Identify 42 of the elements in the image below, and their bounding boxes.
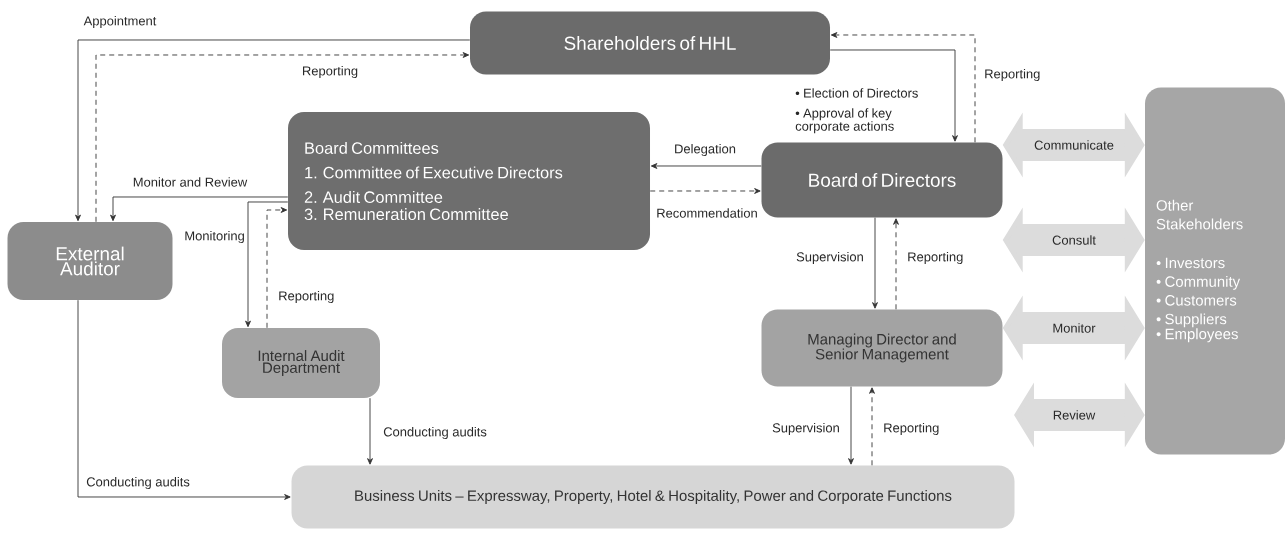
edge-label: Monitoring xyxy=(183,229,246,245)
arrow xyxy=(650,163,762,169)
rounded-box: Shareholders of HHL xyxy=(470,11,830,75)
rounded-box: Managing Director and Senior Management xyxy=(761,309,1003,387)
rounded-box: Board Committees 1. Committee of Executive Directors 2. Audit Committee 3. Remuneration Committee xyxy=(288,112,650,250)
edge-label: Monitor xyxy=(1051,322,1097,334)
dashed-arrow xyxy=(893,218,899,310)
note-text: • Approval of key corporate actions xyxy=(795,108,894,134)
edge-label: Supervision xyxy=(795,250,865,266)
edge-label: Review xyxy=(1051,409,1097,421)
dashed-arrow xyxy=(266,207,288,329)
arrow xyxy=(245,201,289,328)
dashed-arrow xyxy=(830,32,976,143)
rounded-box: Board of Directors xyxy=(761,142,1003,218)
edge-label: Appointment xyxy=(82,14,158,30)
block-arrow xyxy=(1014,382,1145,448)
dashed-arrow xyxy=(869,387,875,466)
arrow xyxy=(77,299,291,500)
edge-label: Recommendation xyxy=(655,207,759,219)
edge-label: Communicate xyxy=(1033,139,1115,151)
arrow xyxy=(367,397,373,465)
arrow xyxy=(829,49,958,142)
rounded-box: Internal Audit Department xyxy=(222,328,380,398)
edge-label: Reporting xyxy=(983,67,1042,83)
edge-label: Conducting audits xyxy=(85,475,191,491)
rounded-box: Business Units – Expressway, Property, Hotel & Hospitality, Power and Corporate Functions xyxy=(291,465,1015,529)
edge-label: Supervision xyxy=(771,421,841,437)
rounded-box: External Auditor xyxy=(7,222,173,300)
edge-label: Reporting xyxy=(277,289,336,305)
edge-label: Conducting audits xyxy=(382,425,488,441)
edge-label: Reporting xyxy=(906,250,965,266)
edge-label: Monitor and Review xyxy=(131,176,249,188)
edge-label: Reporting xyxy=(300,64,360,80)
rounded-box: Other Stakeholders • Investors • Community • Customers • Suppliers • Employees xyxy=(1145,87,1285,455)
arrow xyxy=(872,217,878,309)
arrow xyxy=(848,386,854,465)
edge-label: Consult xyxy=(1051,234,1097,246)
note-text: • Election of Directors xyxy=(795,88,918,98)
edge-label: Reporting xyxy=(882,421,941,437)
edge-label: Delegation xyxy=(673,142,737,158)
arrow xyxy=(110,196,289,222)
dashed-arrow xyxy=(649,188,761,194)
